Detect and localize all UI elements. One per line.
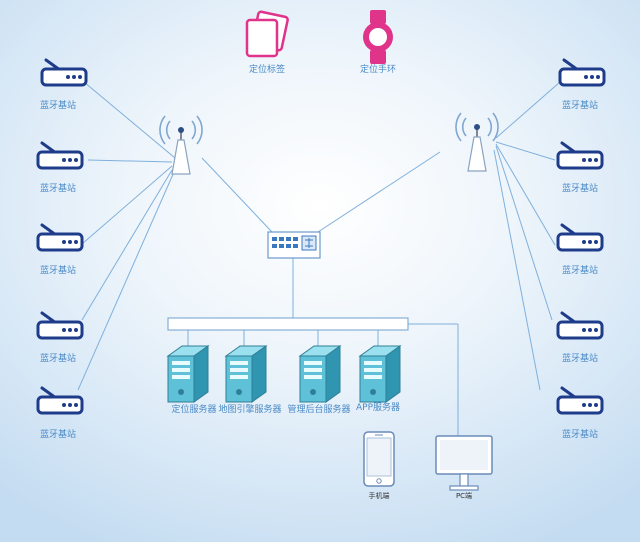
beacon-label: 蓝牙基站 [562, 352, 598, 364]
mobile-phone-icon [363, 431, 395, 487]
beacon-label: 蓝牙基站 [562, 99, 598, 111]
server-label: 管理后台服务器 [287, 403, 350, 415]
beacon-icon [556, 223, 604, 252]
server-icon [299, 345, 341, 403]
mobile-label: 手机端 [369, 491, 390, 500]
beacon-icon [556, 311, 604, 340]
beacon-label: 蓝牙基站 [40, 428, 76, 440]
beacon-icon [556, 141, 604, 170]
beacon-label: 蓝牙基站 [40, 264, 76, 276]
beacon-icon [558, 58, 606, 87]
beacon-icon [36, 223, 84, 252]
positioning-band-label: 定位手环 [360, 63, 396, 75]
beacon-label: 蓝牙基站 [562, 428, 598, 440]
network-switch-icon [267, 231, 321, 259]
pc-monitor-icon [435, 435, 493, 491]
beacon-icon [556, 386, 604, 415]
left-beacons: 蓝牙基站 蓝牙基站 蓝牙基站 蓝牙基站 蓝牙基站 [36, 58, 88, 440]
beacon-icon [40, 58, 88, 87]
server-icon [359, 345, 401, 403]
server-label: 定位服务器 [171, 403, 216, 415]
beacon-icon [36, 141, 84, 170]
beacon-label: 蓝牙基站 [562, 182, 598, 194]
connection-lines [77, 81, 561, 438]
beacon-label: 蓝牙基站 [40, 182, 76, 194]
beacon-label: 蓝牙基站 [40, 352, 76, 364]
beacon-icon [36, 311, 84, 340]
server-label: APP服务器 [356, 401, 400, 413]
servers: 定位服务器 地图引擎服务器 管理后台服务器 APP服务器 [167, 345, 401, 415]
right-antenna-icon [455, 112, 499, 172]
beacon-label: 蓝牙基站 [40, 99, 76, 111]
left-antenna-icon [159, 115, 203, 175]
beacon-label: 蓝牙基站 [562, 264, 598, 276]
network-bus-bar [167, 317, 409, 331]
server-icon [167, 345, 209, 403]
server-icon [225, 345, 267, 403]
server-label: 地图引擎服务器 [218, 403, 281, 415]
positioning-band-icon [363, 10, 393, 64]
pc-label: PC端 [456, 491, 472, 500]
right-beacons: 蓝牙基站 蓝牙基站 蓝牙基站 蓝牙基站 蓝牙基站 [556, 58, 606, 440]
beacon-icon [36, 386, 84, 415]
positioning-tag-icon [245, 10, 289, 58]
positioning-tag-label: 定位标签 [249, 63, 285, 75]
